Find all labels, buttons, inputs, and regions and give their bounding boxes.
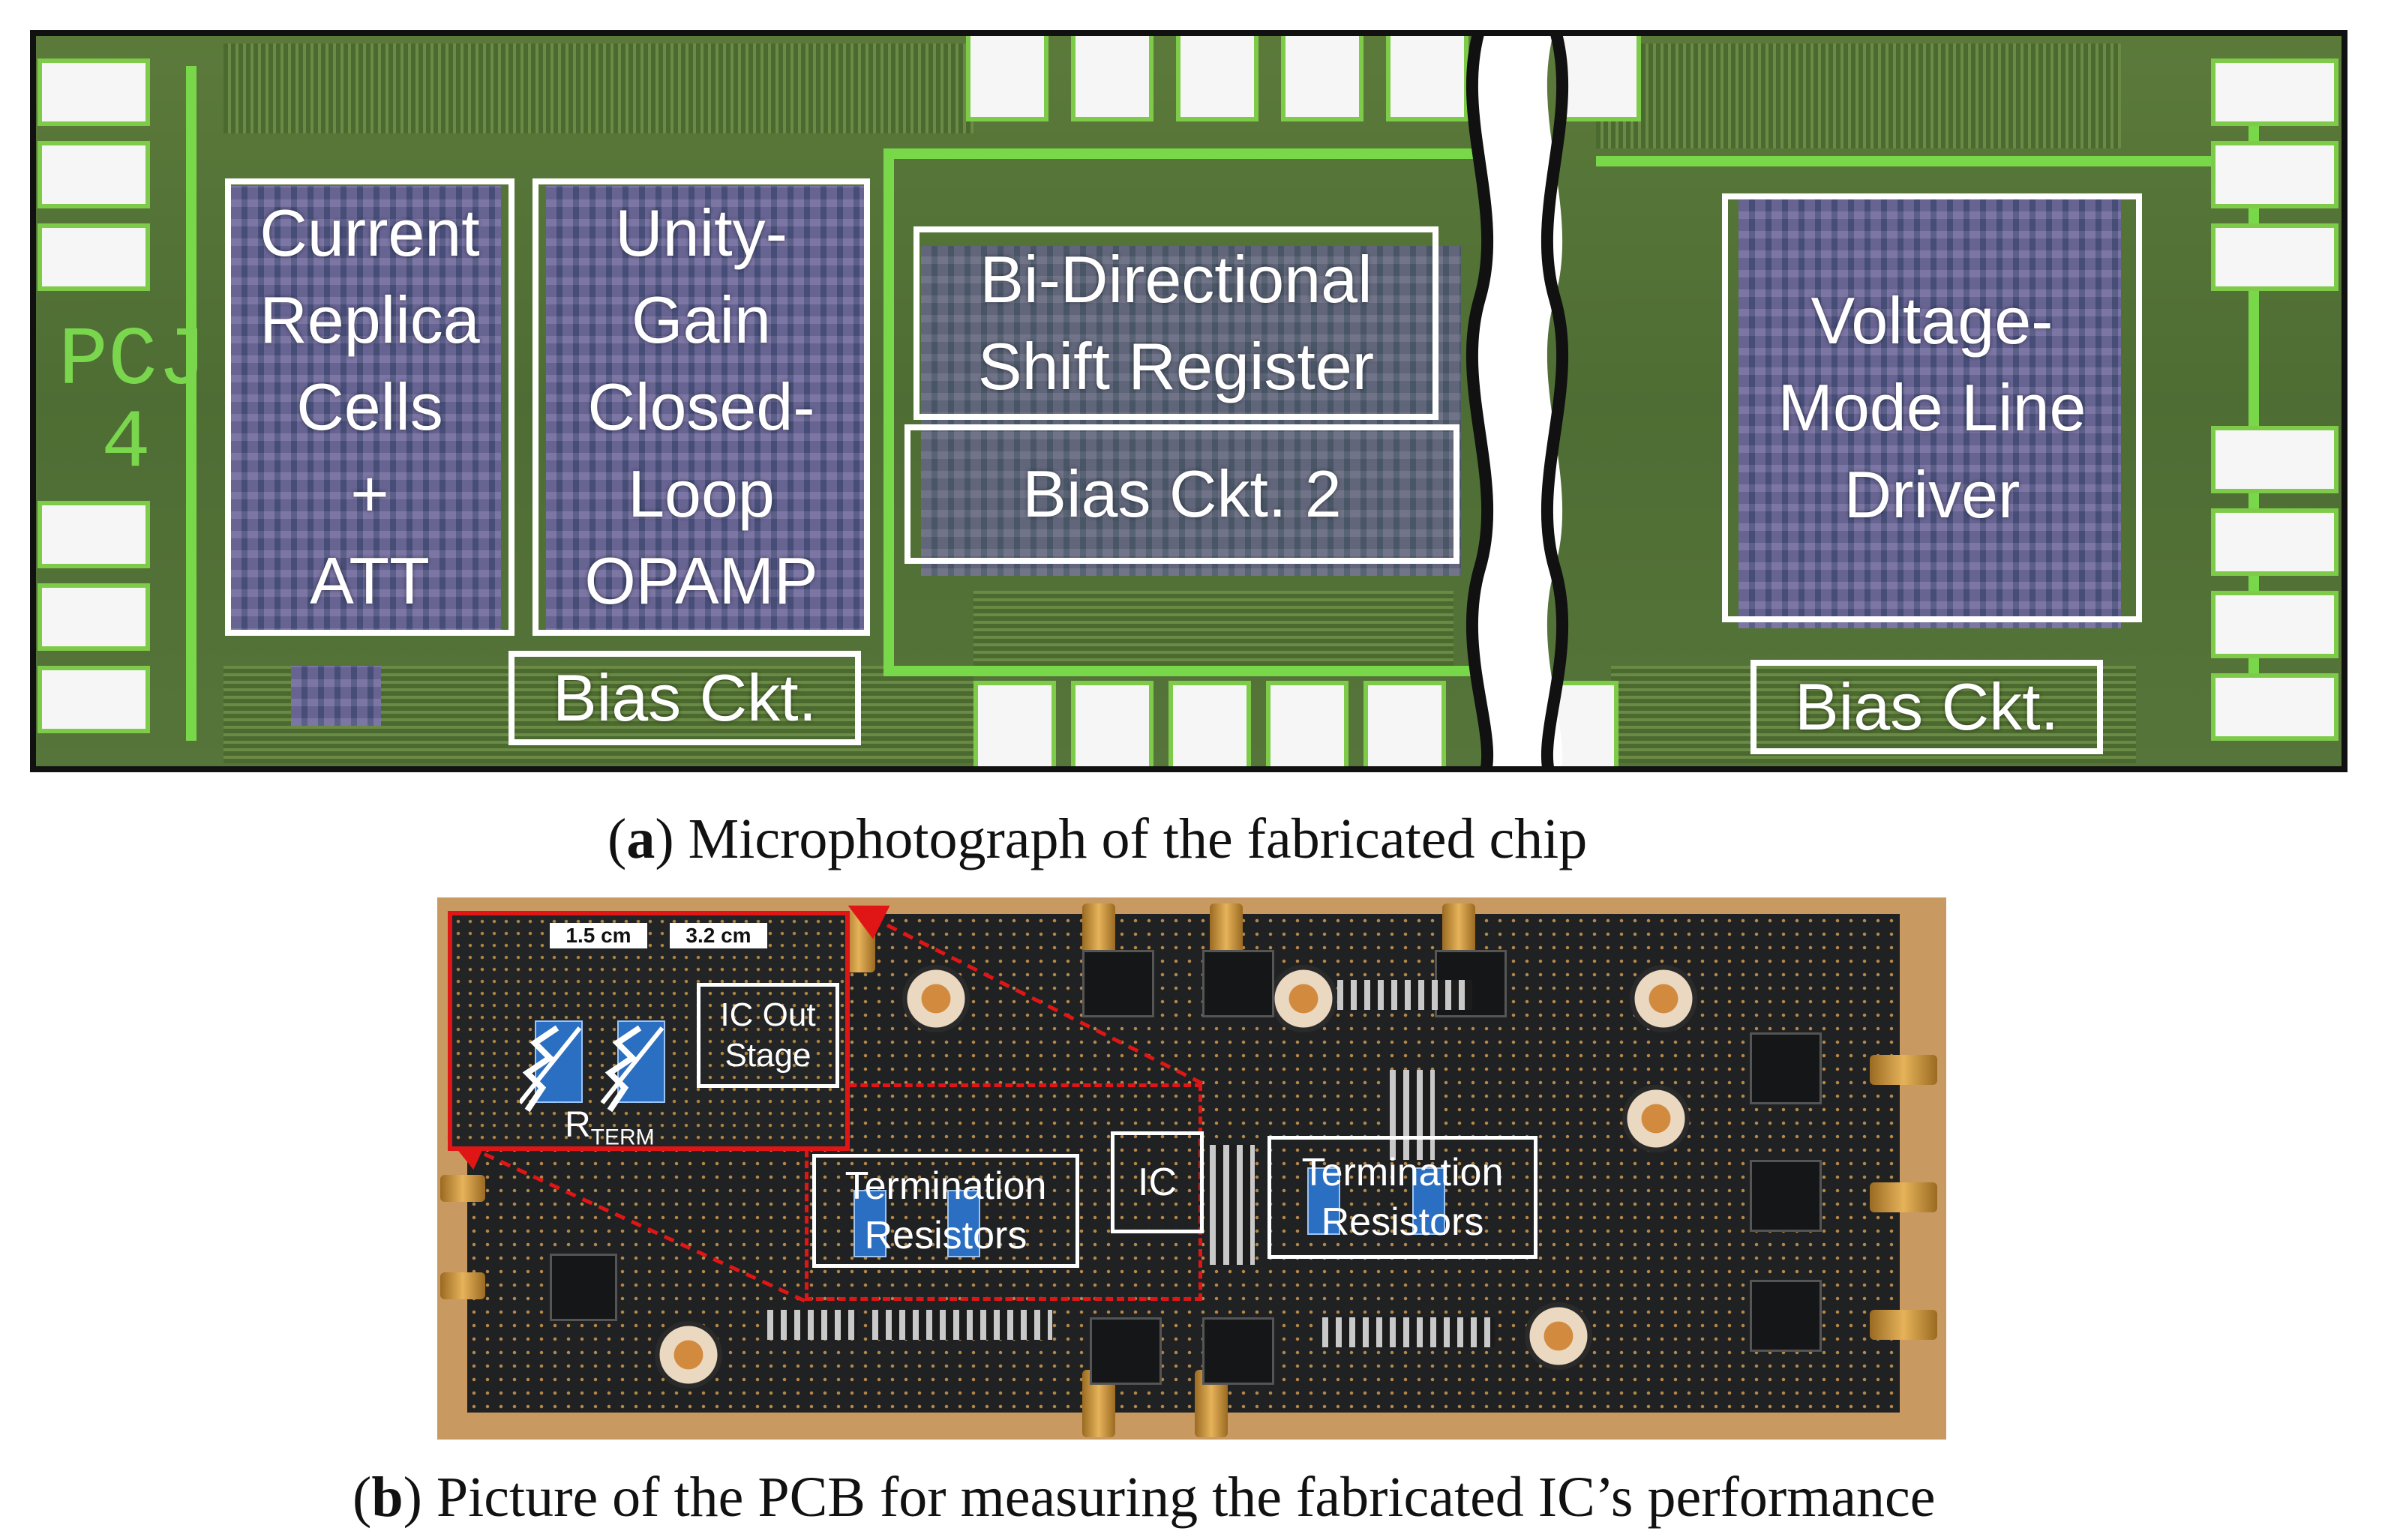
routing-trace	[1596, 156, 2256, 166]
pin-header	[1337, 980, 1472, 1010]
mounting-hole	[1270, 965, 1337, 1032]
ic-out-stage-label: IC Out Stage	[697, 983, 839, 1088]
caption-b: (b) Picture of the PCB for measuring the…	[352, 1466, 1936, 1529]
bond-pad	[1071, 36, 1154, 121]
bond-pad	[1071, 681, 1154, 766]
bond-pad	[966, 36, 1048, 121]
metal-fill	[1611, 666, 2136, 763]
sma-connector	[440, 1272, 485, 1299]
pin-header	[1322, 1317, 1495, 1347]
sma-connector	[440, 1175, 485, 1202]
inset-zoom: 1.5 cm 3.2 cm IC Out Stage RTERM	[448, 911, 850, 1151]
circuit-block	[546, 186, 868, 636]
chip-microphotograph: PCJ 4 Current Replica Cells + ATT Unity-…	[30, 30, 2348, 772]
bond-pad	[1281, 36, 1364, 121]
caption-a: (a) Microphotograph of the fabricated ch…	[608, 807, 1588, 870]
ic-package	[1750, 1160, 1822, 1232]
routing-trace	[186, 66, 196, 741]
bond-pad	[2211, 426, 2338, 493]
bond-pad	[1176, 36, 1258, 121]
line-driver-label: Voltage- Mode Line Driver	[1722, 193, 2142, 622]
sma-connector	[1870, 1055, 1937, 1085]
bond-pad	[2211, 508, 2338, 576]
sma-connector	[1870, 1310, 1937, 1340]
ic-package	[550, 1254, 617, 1321]
circuit-block	[1738, 193, 2121, 628]
termination-resistors-left-label: Termination Resistors	[812, 1154, 1079, 1268]
bond-pad	[38, 501, 150, 568]
ic-package	[1750, 1032, 1822, 1104]
mounting-hole	[902, 965, 970, 1032]
circuit-block	[921, 246, 1461, 576]
pcb-photo: 1.5 cm 3.2 cm IC Out Stage RTERM Termina…	[437, 897, 1946, 1440]
current-replica-cells-label: Current Replica Cells + ATT	[225, 178, 514, 636]
mounting-hole	[1630, 965, 1697, 1032]
trimmer-resistor	[947, 1190, 980, 1257]
sma-connector	[1870, 1182, 1937, 1212]
mounting-hole	[1525, 1302, 1592, 1370]
bond-pad	[38, 58, 150, 126]
trimmer-resistor	[854, 1190, 886, 1257]
bond-pad	[2211, 58, 2338, 126]
metal-fill	[224, 43, 974, 133]
zoom-arrows	[447, 905, 1204, 1303]
bond-pad	[38, 141, 150, 208]
bond-pad	[38, 666, 150, 733]
bias-ckt-2-label: Bias Ckt. 2	[904, 424, 1460, 564]
ic-package	[1750, 1280, 1822, 1352]
bond-pad	[2211, 223, 2338, 291]
bond-pad	[1386, 36, 1468, 121]
mounting-hole	[655, 1321, 722, 1389]
dimension-label-1: 1.5 cm	[550, 923, 647, 948]
ic-label: IC	[1111, 1131, 1204, 1233]
bias-ckt-left-label: Bias Ckt.	[508, 651, 861, 745]
shift-register-label: Bi-Directional Shift Register	[914, 226, 1438, 420]
pin-header	[767, 1310, 857, 1340]
ic-package	[1202, 950, 1274, 1017]
bond-pad	[1168, 681, 1251, 766]
metal-fill	[1596, 43, 2121, 148]
bond-pad	[2211, 141, 2338, 208]
ic-package	[1082, 950, 1154, 1017]
bond-pad	[1364, 681, 1446, 766]
bias-ckt-right-label: Bias Ckt.	[1750, 660, 2103, 754]
circuit-block	[291, 666, 381, 726]
pin-header	[872, 1310, 1052, 1340]
bond-pad	[38, 583, 150, 651]
opamp-label: Unity- Gain Closed- Loop OPAMP	[532, 178, 870, 636]
trimmer-resistor	[1307, 1167, 1340, 1235]
routing-trace	[884, 666, 1498, 676]
bond-pad	[1266, 681, 1348, 766]
routing-trace	[884, 148, 1498, 159]
termination-resistors-right-label: Termination Resistors	[1268, 1136, 1538, 1259]
r-term-label: RTERM	[565, 1105, 655, 1150]
bond-pad	[2211, 673, 2338, 741]
ic-package	[1202, 1317, 1274, 1385]
dimension-label-2: 3.2 cm	[670, 923, 767, 948]
mounting-hole	[1622, 1085, 1690, 1152]
bond-pad	[974, 681, 1056, 766]
pin-header	[1390, 1070, 1435, 1160]
circuit-block	[231, 186, 501, 636]
routing-trace	[884, 148, 894, 673]
ic-package	[1090, 1317, 1162, 1385]
metal-fill	[974, 591, 1454, 666]
variable-resistor-icon	[520, 1025, 664, 1113]
trimmer-resistor	[1412, 1167, 1445, 1235]
pin-header	[1210, 1145, 1255, 1265]
bond-pad	[2211, 591, 2338, 658]
break-symbol	[1466, 36, 1569, 766]
chip-marking: PCJ 4	[58, 315, 208, 491]
bond-pad	[38, 223, 150, 291]
